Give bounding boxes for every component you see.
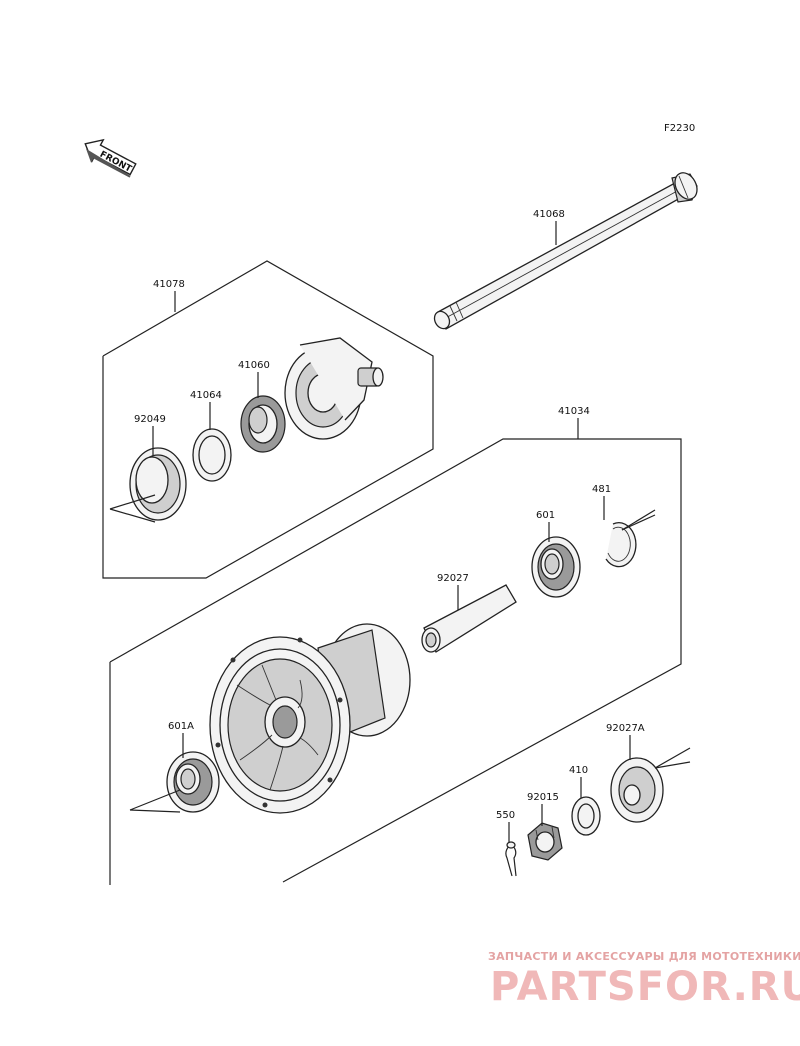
oil-seal [129,447,187,521]
label-hub-assy: 41034 [558,406,590,417]
ball-bearing-left [531,536,581,598]
ball-bearing-right [166,751,220,813]
front-arrow-icon: FRONT [84,138,137,178]
speedo-assy-outline [102,260,434,579]
circlip [605,521,637,568]
label-cotter-pin: 550 [496,810,515,821]
label-speedo-seal: 92049 [134,414,166,425]
label-bearing-right: 601A [168,721,194,732]
speedometer-housing [284,337,384,440]
label-speedo-assy: 41078 [153,279,185,290]
hub-assy-outline [109,438,682,883]
label-washer: 410 [569,765,588,776]
label-spacer: 92027 [437,573,469,584]
wheel-hub [209,623,411,814]
label-speedo-gear: 41060 [238,360,270,371]
collar [610,757,664,823]
label-bearing-left: 601 [536,510,555,521]
label-shaft: 41068 [533,209,565,220]
spacer-tube [421,584,517,653]
speedometer-washer [192,428,232,482]
label-circlip: 481 [592,484,611,495]
speedometer-gear [240,395,286,453]
cotter-pin [505,841,517,877]
figure-code: F2230 [664,123,695,134]
washer [571,796,601,836]
castle-nut [527,822,563,861]
axle-shaft [433,172,698,330]
watermark-logo: PARTSFOR.RU [490,964,800,1010]
label-collar: 92027A [606,723,645,734]
label-nut: 92015 [527,792,559,803]
watermark-tagline: ЗАПЧАСТИ И АКСЕССУАРЫ ДЛЯ МОТОТЕХНИКИ [488,950,800,963]
label-speedo-washer: 41064 [190,390,222,401]
